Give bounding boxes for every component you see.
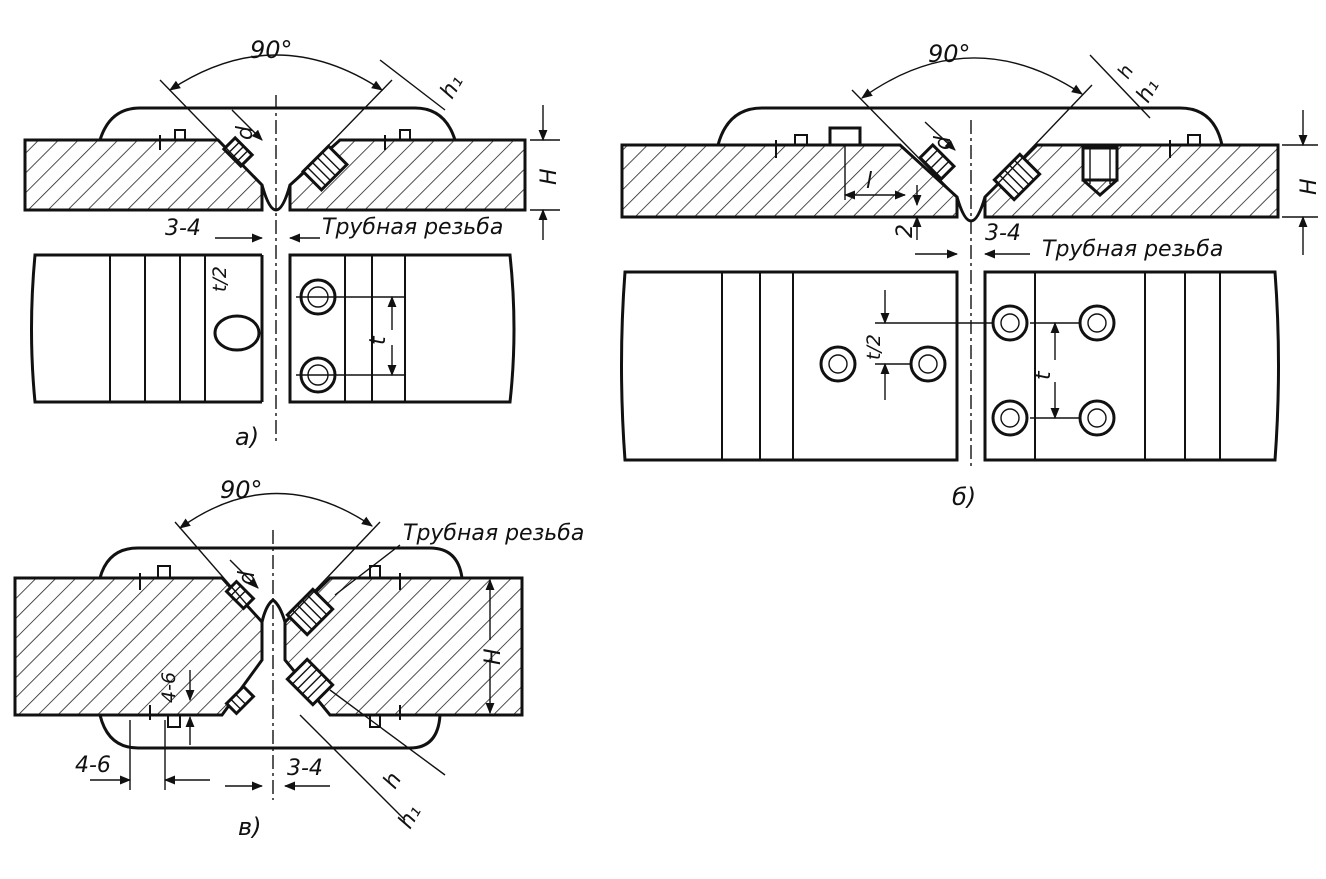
fig-b-gap-label: 3-4 xyxy=(985,221,1021,246)
figure-a: 90° d h₁ H 3-4 Трубная резьба xyxy=(23,36,562,451)
fig-v-thread-leader xyxy=(334,544,401,596)
fig-v-h-ext xyxy=(329,689,446,776)
fig-b-plan-left xyxy=(620,270,959,462)
fig-b-t2-label: t/2 xyxy=(863,334,885,360)
fig-b-caption: б) xyxy=(952,483,976,511)
fig-v-H-label: H xyxy=(481,648,506,665)
fig-b-thread-label: Трубная резьба xyxy=(1042,237,1223,262)
fig-v-thread-label: Трубная резьба xyxy=(403,521,584,546)
figure-b: 90° d h h₁ l 2 H 3-4 Трубная резьба xyxy=(620,40,1322,511)
fig-a-h1-ext xyxy=(379,59,446,111)
fig-b-l-label: l xyxy=(866,169,872,194)
fig-v-notches xyxy=(139,565,401,728)
fig-a-t-label: t xyxy=(366,335,391,345)
fig-a-angle-arc xyxy=(169,54,383,91)
fig-a-weld-cap xyxy=(98,106,457,141)
fig-b-H-label: H xyxy=(1297,178,1322,195)
fig-a-plan-slot xyxy=(213,314,261,352)
fig-a-H-label: H xyxy=(537,168,562,185)
fig-b-blind-hole xyxy=(1081,146,1119,198)
fig-v-angle-leg-left xyxy=(174,521,263,623)
fig-b-h-ext xyxy=(1089,54,1151,119)
fig-a-gap-label: 3-4 xyxy=(165,216,201,241)
figure-v: 90° Трубная резьба d H 4-6 4-6 3-4 h h₁ … xyxy=(13,476,584,841)
fig-a-plan-stripes xyxy=(109,255,406,402)
fig-v-d-arrow xyxy=(229,559,259,589)
fig-a-t2-label: t/2 xyxy=(209,266,231,292)
fig-b-plan-right xyxy=(983,270,1280,462)
fig-v-h1-ext xyxy=(299,714,406,821)
fig-b-2-label: 2 xyxy=(893,224,918,238)
fig-b-stud xyxy=(828,126,862,147)
fig-b-left-plate xyxy=(620,143,959,219)
fig-b-plan-stripes xyxy=(721,272,1221,460)
fig-b-angle-arc xyxy=(861,57,1083,99)
fig-v-h1-label: h₁ xyxy=(394,801,427,833)
fig-a-right-plate xyxy=(288,138,527,212)
fig-a-angle-leg-left xyxy=(159,79,263,186)
fig-a-thread-label: Трубная резьба xyxy=(322,215,503,240)
fig-a-h1-label: h₁ xyxy=(436,71,469,103)
fig-a-caption: а) xyxy=(235,423,259,451)
fig-v-left-plate xyxy=(13,576,264,717)
fig-v-bolt-right-top xyxy=(285,587,335,637)
fig-v-angle-arc xyxy=(179,492,373,529)
fig-v-side-label: 4-6 xyxy=(75,753,111,778)
fig-a-d-arrow xyxy=(231,109,263,141)
fig-a-plan-left xyxy=(30,253,262,404)
fig-b-notches xyxy=(775,134,1201,158)
fig-v-weld-cap-top xyxy=(98,546,464,579)
fig-b-d-arrow xyxy=(924,121,956,151)
fig-v-caption: в) xyxy=(238,813,262,841)
fig-v-angle-label: 90° xyxy=(220,476,263,504)
fig-v-gap-label: 3-4 xyxy=(287,756,323,781)
fig-a-notches xyxy=(159,129,411,150)
fig-a-groove-root xyxy=(260,184,292,212)
fig-v-bolt-left-bottom xyxy=(224,684,256,716)
fig-v-weld-cap-bottom xyxy=(98,714,442,750)
fig-b-angle-leg-right xyxy=(984,84,1093,198)
fig-b-t-label: t xyxy=(1031,370,1056,380)
fig-b-weld-cap xyxy=(716,106,1224,146)
fig-v-angle-leg-right xyxy=(284,521,381,623)
fig-v-h-label: h xyxy=(379,768,408,793)
fig-b-h1-label: h₁ xyxy=(1132,75,1165,107)
fig-a-angle-label: 90° xyxy=(250,36,293,64)
fig-b-plan-holes xyxy=(819,304,1116,437)
fig-b-angle-label: 90° xyxy=(928,40,971,68)
fig-a-angle-leg-right xyxy=(289,79,393,186)
fig-v-inner-label: 4-6 xyxy=(158,672,180,703)
fig-b-h-label: h xyxy=(1113,61,1138,82)
fig-v-bolt-right-bottom xyxy=(285,657,335,707)
fig-a-plan-right xyxy=(288,253,516,404)
fig-b-bolt-left xyxy=(917,142,957,182)
fig-b-angle-leg-left xyxy=(851,89,958,198)
